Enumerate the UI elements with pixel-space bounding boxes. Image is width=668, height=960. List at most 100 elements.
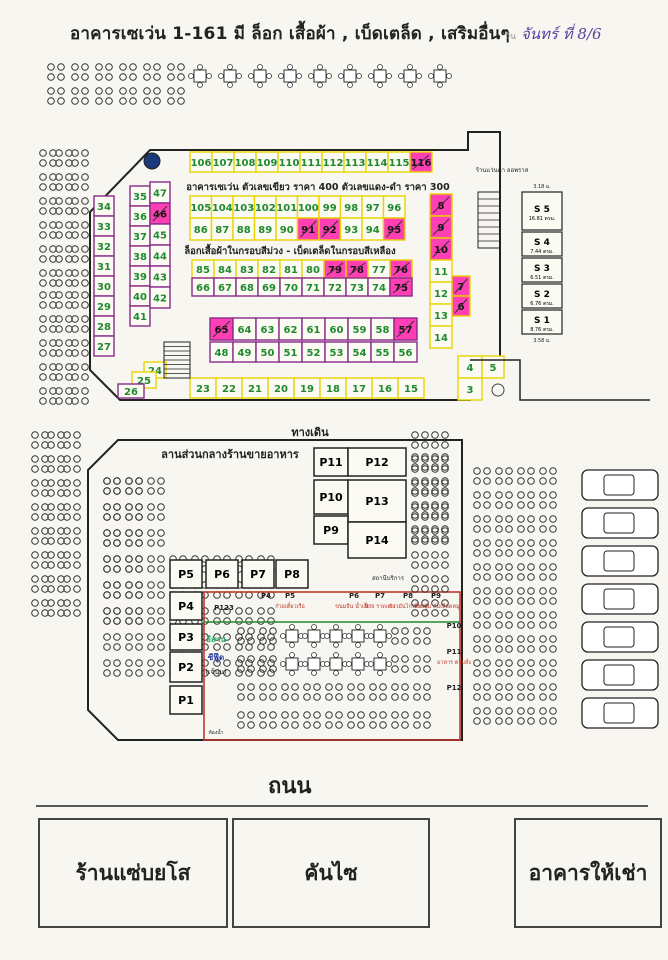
stall-number: 55 (376, 348, 390, 359)
p-stall-label: P10 (319, 491, 343, 504)
stall-11: 11 (429, 259, 453, 283)
stall-93: 93 (339, 217, 363, 241)
seating-icon (119, 63, 137, 81)
stall-number: 64 (238, 325, 252, 336)
stall-109: 109 (255, 151, 279, 173)
stall-number: 85 (196, 265, 210, 276)
stall-107: 107 (211, 151, 235, 173)
seating-icon (539, 515, 557, 533)
sold-mark (432, 218, 450, 236)
stall-number: 111 (301, 158, 322, 169)
shop-saep-yaso: ร้านแซ่บยโส (38, 818, 228, 928)
seating-icon (281, 683, 299, 701)
stall-98: 98 (339, 195, 363, 219)
stall-number: 40 (133, 292, 147, 303)
seating-icon (539, 683, 557, 701)
seating-icon (235, 659, 253, 677)
stall-number: 86 (194, 225, 208, 236)
p-stall-label: P12 (365, 456, 388, 469)
stall-61: 61 (301, 317, 326, 341)
stall-number: 42 (153, 294, 167, 305)
seating-icon (431, 453, 449, 471)
stall-73: 73 (345, 277, 369, 297)
seating-icon (31, 431, 49, 449)
seating-icon (391, 711, 409, 729)
seating-icon (473, 467, 491, 485)
stall-10: 10 (429, 237, 453, 261)
stall-47: 47 (149, 181, 171, 204)
stall-number: 92 (323, 225, 337, 236)
seating-icon (63, 503, 81, 521)
table-icon (302, 624, 326, 648)
stall-70: 70 (279, 277, 303, 297)
stall-91: 91 (296, 217, 320, 241)
seating-icon (63, 455, 81, 473)
stall-box (457, 377, 483, 401)
stall-16: 16 (371, 377, 399, 399)
inner-stall-id: P11 (447, 648, 462, 656)
seating-icon (495, 683, 513, 701)
stall-number: 35 (133, 192, 147, 203)
seating-icon (147, 503, 165, 521)
seating-icon (235, 607, 253, 625)
stall-number: 105 (190, 203, 211, 214)
inner-stall-id: P7 (375, 592, 385, 600)
seating-icon (473, 515, 491, 533)
stall-9: 9 (429, 215, 453, 239)
stall-53: 53 (324, 341, 349, 363)
stall-number: 104 (212, 203, 233, 214)
stall-number: 113 (345, 158, 366, 169)
seating-icon (517, 491, 535, 509)
p-stall-P2: P2 (169, 651, 203, 683)
stall-81: 81 (279, 259, 303, 279)
seating-icon (495, 587, 513, 605)
seating-icon (47, 575, 65, 593)
sold-mark (212, 320, 231, 338)
seating-icon (71, 63, 89, 81)
stall-number: 114 (367, 158, 388, 169)
seating-icon (71, 269, 89, 287)
stall-89: 89 (253, 217, 277, 241)
inner-stall-id: P6 (349, 592, 359, 600)
seating-icon (431, 525, 449, 543)
stall-37: 37 (129, 225, 151, 247)
seating-icon (411, 575, 429, 593)
seating-icon (539, 491, 557, 509)
stall-33: 33 (93, 215, 115, 237)
seating-icon (147, 659, 165, 677)
stall-12: 12 (429, 281, 453, 305)
shop-for-rent: อาคารให้เช่า (514, 818, 662, 928)
food-court-outline (87, 439, 463, 741)
seating-icon (473, 539, 491, 557)
date-label: วัน จันทร์ ที่ 8/6 (505, 22, 602, 46)
sold-mark (326, 262, 344, 276)
stall-number: 32 (97, 242, 111, 253)
seating-icon (237, 683, 255, 701)
stall-number: 82 (262, 265, 276, 276)
seating-icon (411, 479, 429, 497)
inner-stall-note: ข้าวมันไก่ ขาหมู (388, 603, 428, 610)
stall-number: 61 (307, 325, 321, 336)
stall-104: 104 (210, 195, 234, 219)
seating-icon (259, 711, 277, 729)
stall-number: 26 (124, 387, 138, 398)
seating-icon (147, 555, 165, 573)
seating-icon (411, 431, 429, 449)
stall-number: 80 (306, 265, 320, 276)
inner-stall-id: P4 (261, 592, 271, 600)
stall-105: 105 (189, 195, 213, 219)
table-icon (248, 64, 272, 88)
seating-icon (539, 467, 557, 485)
seating-icon (103, 555, 121, 573)
s-unit: S 516.81 ตรม. (521, 191, 563, 231)
stall-number: 22 (222, 384, 236, 395)
seating-icon (71, 291, 89, 309)
stall-box (149, 286, 171, 309)
stall-79: 79 (323, 259, 347, 279)
seating-icon (31, 575, 49, 593)
stall-number: 23 (196, 384, 210, 395)
seating-icon (411, 551, 429, 569)
inner-stall-note: อาหาร ตามสั่ง (437, 658, 471, 666)
seating-icon (391, 655, 409, 673)
stall-115: 115 (387, 151, 411, 173)
